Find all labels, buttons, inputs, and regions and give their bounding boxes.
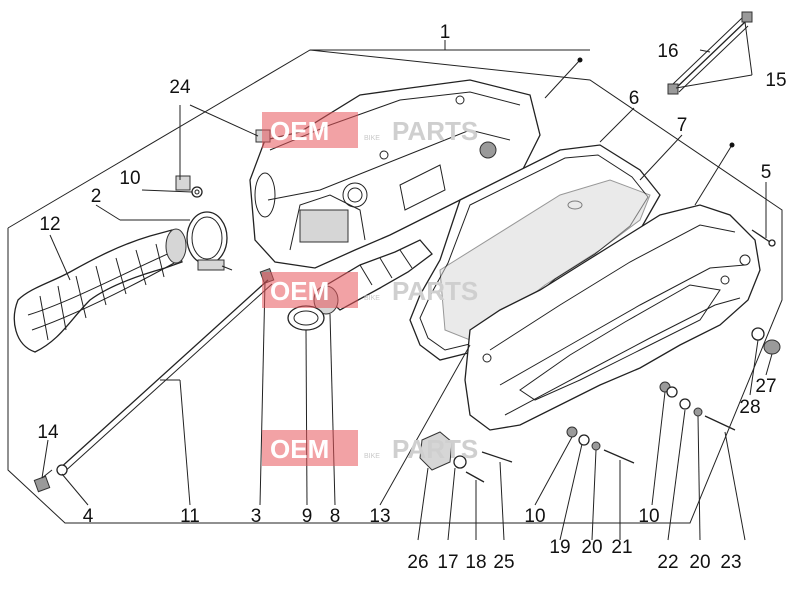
callout-25: 25	[493, 552, 514, 573]
leader-lines	[41, 21, 773, 541]
air-box-cover	[464, 204, 761, 431]
watermark-small: BIKE	[364, 135, 380, 142]
watermark-brand-a: OEM	[270, 276, 329, 306]
callout-21: 21	[611, 537, 632, 558]
callout-8: 8	[330, 506, 341, 527]
intake-duct	[13, 228, 187, 353]
callout-labels: 1 2 3 4 5 6 7 8 9 10 10 10 11 12 13 14 1…	[37, 22, 786, 573]
watermark-small: BIKE	[364, 453, 380, 460]
callout-18: 18	[465, 552, 486, 573]
callout-23: 23	[720, 552, 741, 573]
watermark-brand-b: PARTS	[392, 276, 478, 306]
callout-1: 1	[440, 22, 451, 43]
callout-2: 2	[91, 186, 102, 207]
watermark-brand-a: OEM	[270, 434, 329, 464]
callout-22: 22	[657, 552, 678, 573]
callout-14: 14	[37, 422, 59, 443]
callout-7: 7	[677, 115, 688, 136]
callout-13: 13	[369, 506, 390, 527]
assembly-frame	[7, 49, 783, 524]
washer	[191, 186, 203, 198]
callout-3: 3	[251, 506, 262, 527]
hose-clamp	[186, 211, 233, 271]
callout-10-right: 10	[638, 506, 659, 527]
callout-27: 27	[755, 376, 776, 397]
callout-10-left: 10	[119, 168, 140, 189]
callout-19: 19	[549, 537, 570, 558]
callout-5: 5	[761, 162, 772, 183]
callout-26: 26	[407, 552, 428, 573]
drain-tube	[57, 279, 273, 475]
callout-4: 4	[83, 506, 94, 527]
callout-16: 16	[657, 41, 678, 62]
watermark-brand-a: OEM	[270, 116, 329, 146]
callout-12: 12	[39, 214, 60, 235]
callout-20-right: 20	[689, 552, 710, 573]
drain-plug	[33, 464, 68, 493]
clamp-ring	[287, 305, 325, 331]
callout-9: 9	[302, 506, 313, 527]
air-filter-element	[439, 179, 651, 341]
callout-28: 28	[739, 397, 760, 418]
watermark-middle: OEM BIKE PARTS	[262, 272, 478, 308]
callout-20-center: 20	[581, 537, 602, 558]
watermark-top: OEM BIKE PARTS	[262, 112, 478, 148]
watermark-brand-b: PARTS	[392, 434, 478, 464]
watermark-brand-b: PARTS	[392, 116, 478, 146]
watermark-small: BIKE	[364, 295, 380, 302]
watermark-bottom: OEM BIKE PARTS	[262, 430, 478, 466]
callout-10-center: 10	[524, 506, 545, 527]
callout-17: 17	[437, 552, 458, 573]
callout-24: 24	[169, 77, 191, 98]
screw-set	[419, 229, 781, 483]
callout-6: 6	[629, 88, 640, 109]
callout-15: 15	[765, 70, 786, 91]
callout-11: 11	[180, 506, 200, 527]
